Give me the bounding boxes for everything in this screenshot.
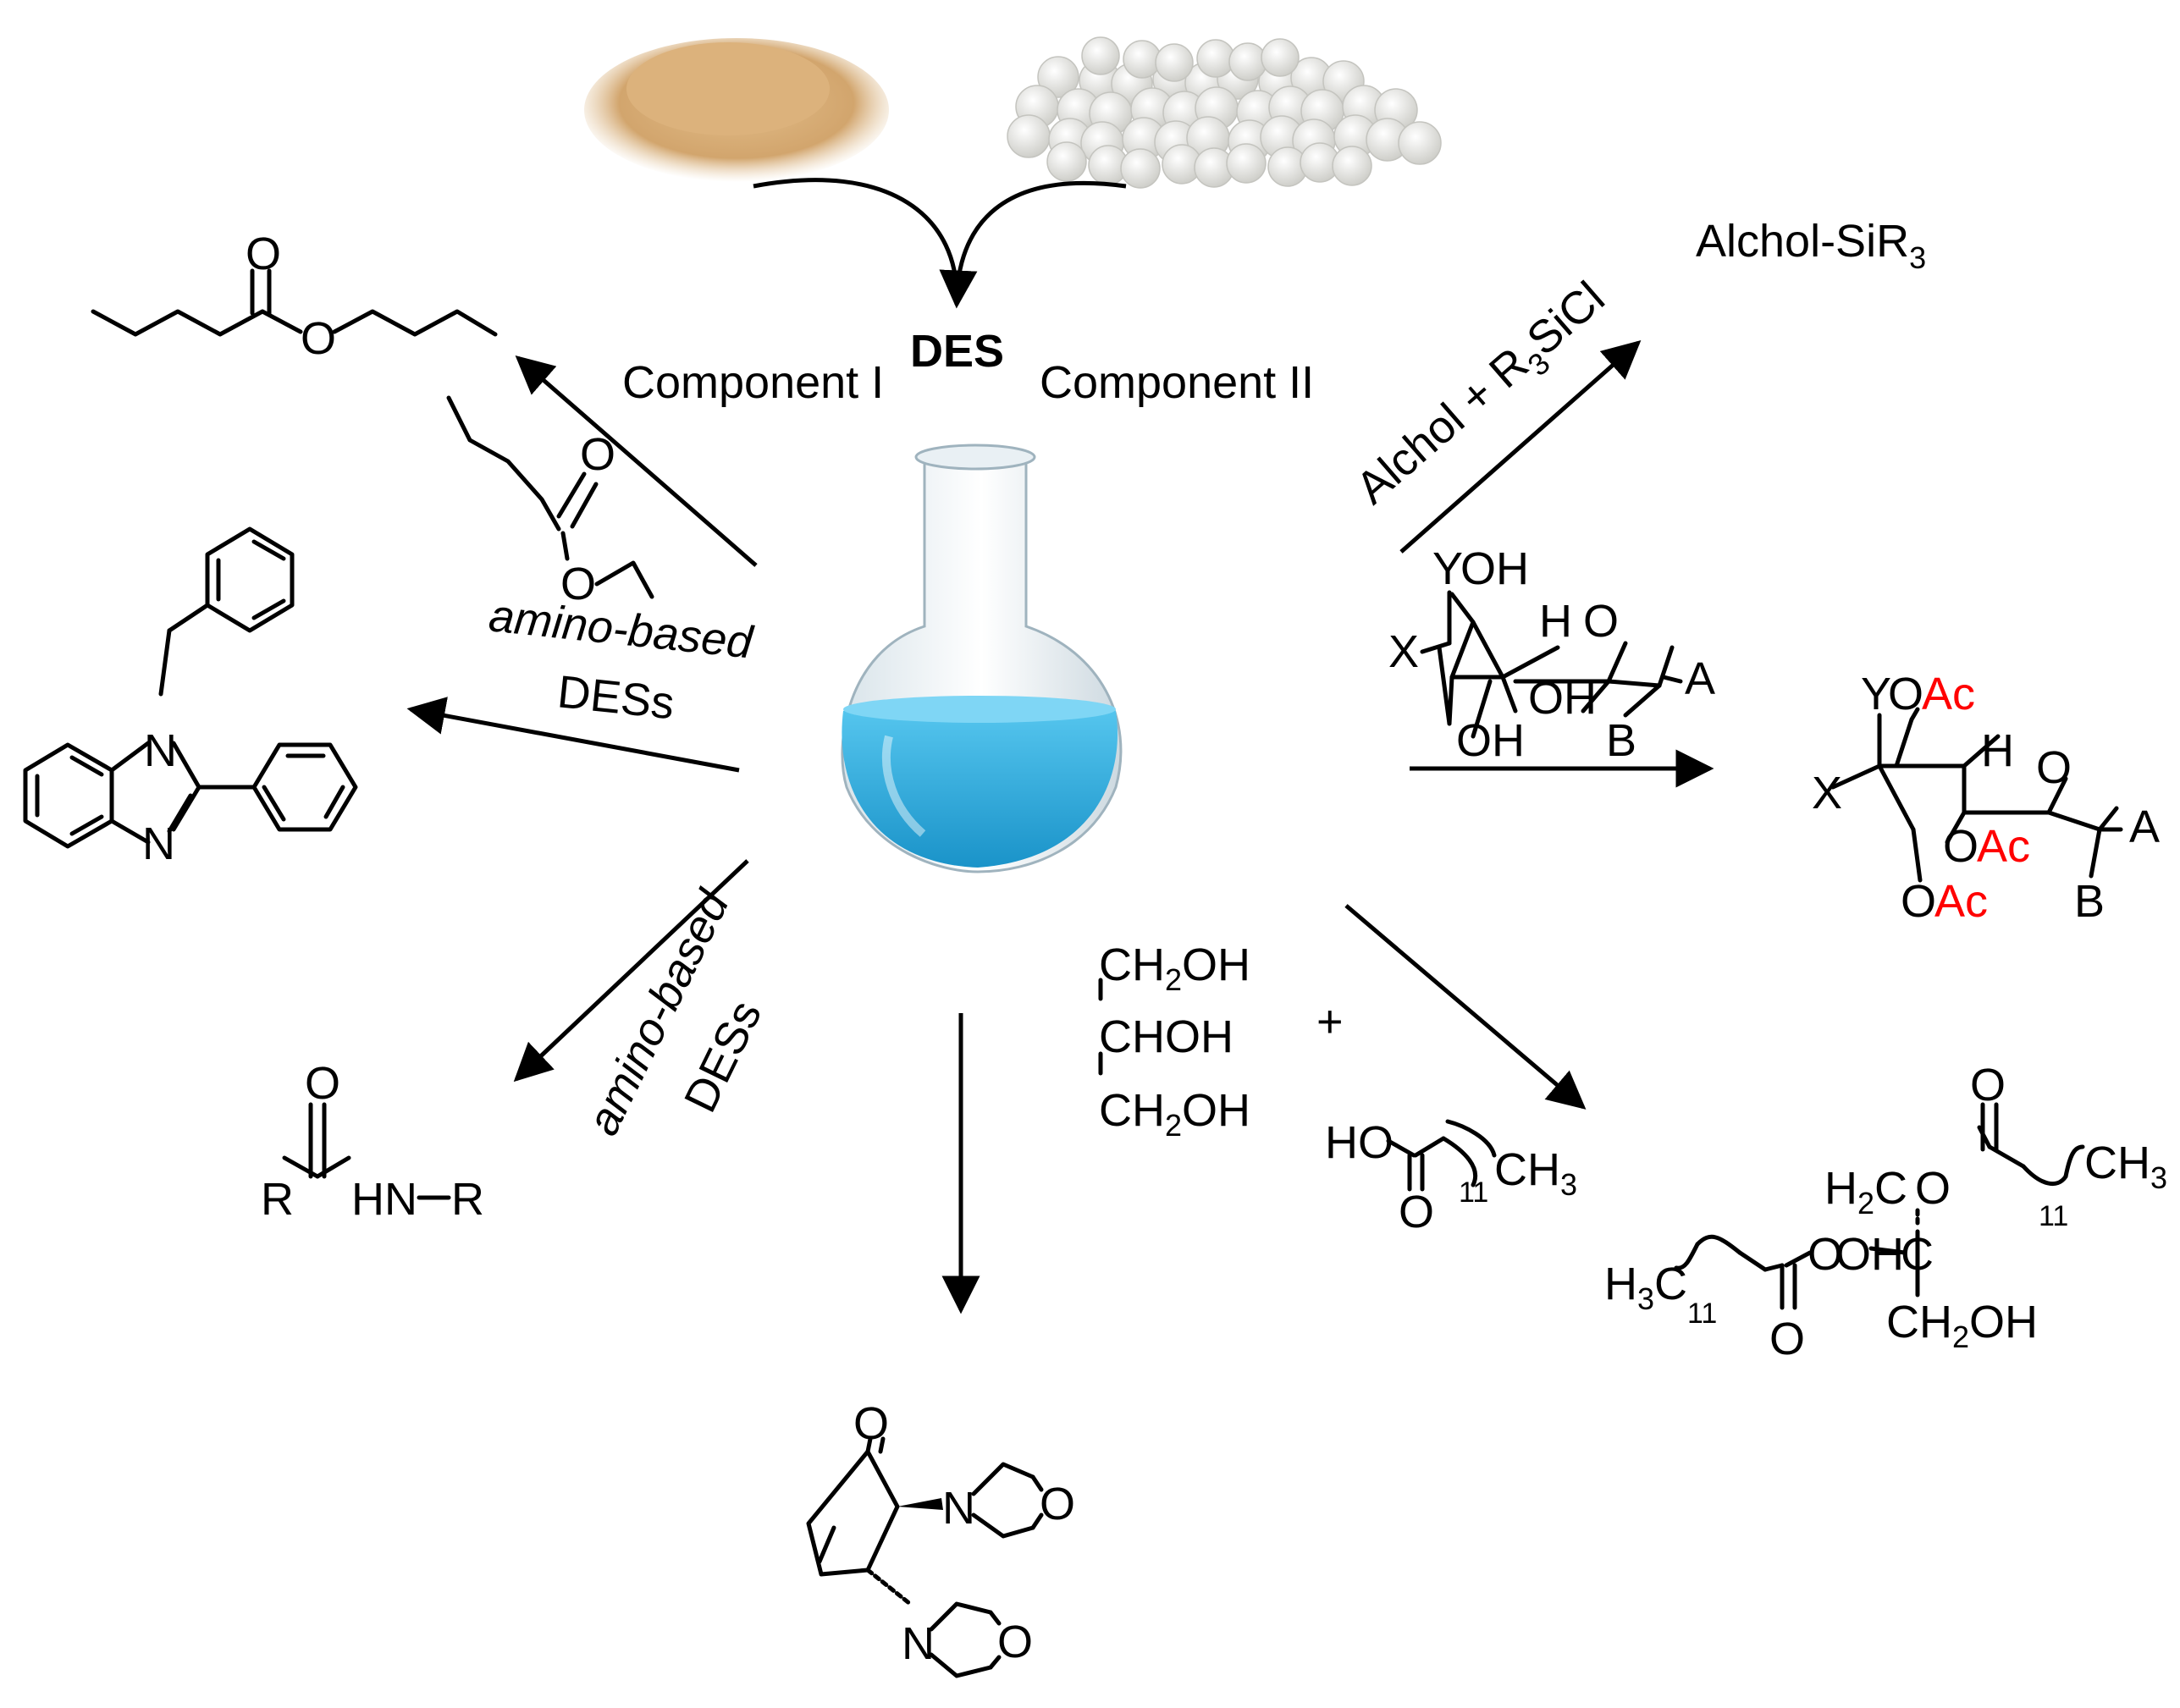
benzimidazole-N1: N: [144, 725, 177, 776]
des-label: DES: [910, 326, 1004, 377]
sub-OH-low: OH: [1456, 715, 1525, 766]
product-carbonyl-O: O: [246, 229, 281, 279]
sub-O-ring: O: [1583, 596, 1619, 647]
prod-Ac3: Ac: [1934, 876, 1988, 927]
pellet: [1081, 36, 1120, 75]
prod-O2: O: [1943, 821, 1979, 872]
pellet: [1155, 43, 1194, 82]
ketone-O: O: [853, 1398, 889, 1449]
prod-O-bottom: O: [1769, 1314, 1805, 1364]
pellet: [1120, 148, 1161, 189]
amide-product: O R HN R: [261, 1058, 484, 1225]
prod-H3C: H3C: [1604, 1259, 1687, 1316]
plus-sign: +: [1316, 996, 1344, 1047]
acid-n: 11: [1459, 1176, 1488, 1209]
morpholine-N-b: N: [902, 1618, 935, 1669]
pellet: [1123, 40, 1162, 79]
amide-O: O: [305, 1058, 340, 1109]
prod-n-right: 11: [2039, 1200, 2068, 1232]
acid-CH3: CH3: [1494, 1144, 1577, 1202]
pellet: [1332, 146, 1372, 186]
pellets-image: [1007, 36, 1442, 189]
amide-R-right: R: [451, 1174, 484, 1225]
prod-H2C: H2C: [1824, 1163, 1907, 1220]
prod-Ac2: Ac: [1977, 821, 2030, 872]
reagent-O-bottom: O: [560, 559, 596, 609]
prod-B: B: [2074, 876, 2105, 927]
prod-Y: Y: [1861, 669, 1891, 719]
amide-HN: HN: [351, 1174, 417, 1225]
prod-X: X: [1812, 768, 1842, 818]
acid-O: O: [1399, 1187, 1434, 1237]
pellet: [1228, 42, 1267, 81]
component-i-label: Component I: [622, 357, 884, 408]
prod-O-ester: O: [1807, 1229, 1843, 1280]
prod-C: C: [1901, 1229, 1934, 1280]
reagent-O-top: O: [580, 429, 615, 480]
sub-H: H: [1539, 596, 1572, 647]
prod-CH3: CH3: [2084, 1138, 2167, 1195]
monolaurin-product: O CH3 11 H2C O H3C 11 O OH C O CH2OH: [1604, 1060, 2167, 1364]
merge-arrows: [753, 178, 1127, 309]
pellet: [1226, 143, 1267, 184]
pellet: [1398, 121, 1442, 165]
prod-n-left: 11: [1687, 1298, 1717, 1330]
glycerol-line3: CH2OH: [1099, 1085, 1250, 1143]
prod-CH2OH: CH2OH: [1886, 1297, 2038, 1354]
amidation-condition: amino-based DESs: [577, 882, 771, 1143]
pellet: [1046, 141, 1087, 182]
glycerol-reagent: CH2OH CHOH CH2OH: [1098, 939, 1250, 1143]
butyl-pentanoate-product: O O: [91, 229, 498, 364]
prod-O3: O: [1901, 876, 1936, 927]
prod-Ac1: Ac: [1922, 669, 1975, 719]
benzimidazole-product: N N: [23, 526, 358, 869]
pellet: [1007, 114, 1051, 158]
component-ii-label: Component II: [1040, 357, 1314, 408]
product-ester-O: O: [301, 313, 336, 364]
morpholine-O-b: O: [997, 1617, 1033, 1667]
silyl-product: Alchol-SiR3: [1696, 216, 1926, 275]
glycerol-line1: CH2OH: [1099, 939, 1250, 997]
sub-B: B: [1606, 715, 1636, 766]
ethyl-pentanoate-reagent: O O: [446, 395, 654, 609]
benzimidazole-N3: N: [142, 818, 175, 869]
benzimidazole-condition-line1: amino-based: [487, 590, 757, 669]
sugar-substrate: Y OH X H O A OH OH B: [1388, 543, 1715, 766]
sub-Y: Y: [1432, 543, 1463, 594]
powder-image: [584, 38, 889, 182]
amide-R-left: R: [261, 1174, 294, 1225]
prod-O-link: O: [1915, 1163, 1951, 1214]
lauric-acid-reagent: HO O CH3 11: [1325, 1117, 1577, 1237]
prod-O1: O: [1888, 669, 1923, 719]
sub-A: A: [1685, 653, 1715, 704]
prod-A: A: [2129, 802, 2160, 852]
amidation-condition-line2: DESs: [675, 993, 771, 1120]
benzimidazole-condition-line2: DESs: [555, 666, 677, 729]
prod-OH: OH: [1835, 1229, 1904, 1280]
acid-HO: HO: [1325, 1117, 1394, 1168]
benzimidazole-condition: amino-based DESs: [487, 590, 757, 729]
reaction-arrows: [406, 340, 1714, 1314]
pellet: [1261, 38, 1300, 77]
sub-X: X: [1388, 626, 1419, 677]
glycerol-line2: CHOH: [1099, 1011, 1233, 1062]
morpholine-O-a: O: [1040, 1479, 1075, 1529]
diamino-cyclopentenone-product: O N O N O: [806, 1398, 1075, 1678]
morpholine-N-a: N: [942, 1483, 975, 1534]
sub-OH-top: OH: [1460, 543, 1529, 594]
pellet: [1037, 56, 1079, 98]
pellet: [1196, 39, 1235, 78]
round-bottom-flask: [841, 444, 1123, 873]
prod-O-ring: O: [2036, 742, 2072, 793]
prod-H: H: [1981, 725, 2014, 776]
silylation-reaction: Alchol-SiR3 Alchol + R3SiCl: [1347, 216, 1927, 514]
sub-OH-mid: OH: [1528, 673, 1597, 724]
acetylated-sugar-product: Y O Ac X H O A O Ac O Ac B: [1812, 669, 2160, 927]
prod-O-top: O: [1970, 1060, 2006, 1110]
